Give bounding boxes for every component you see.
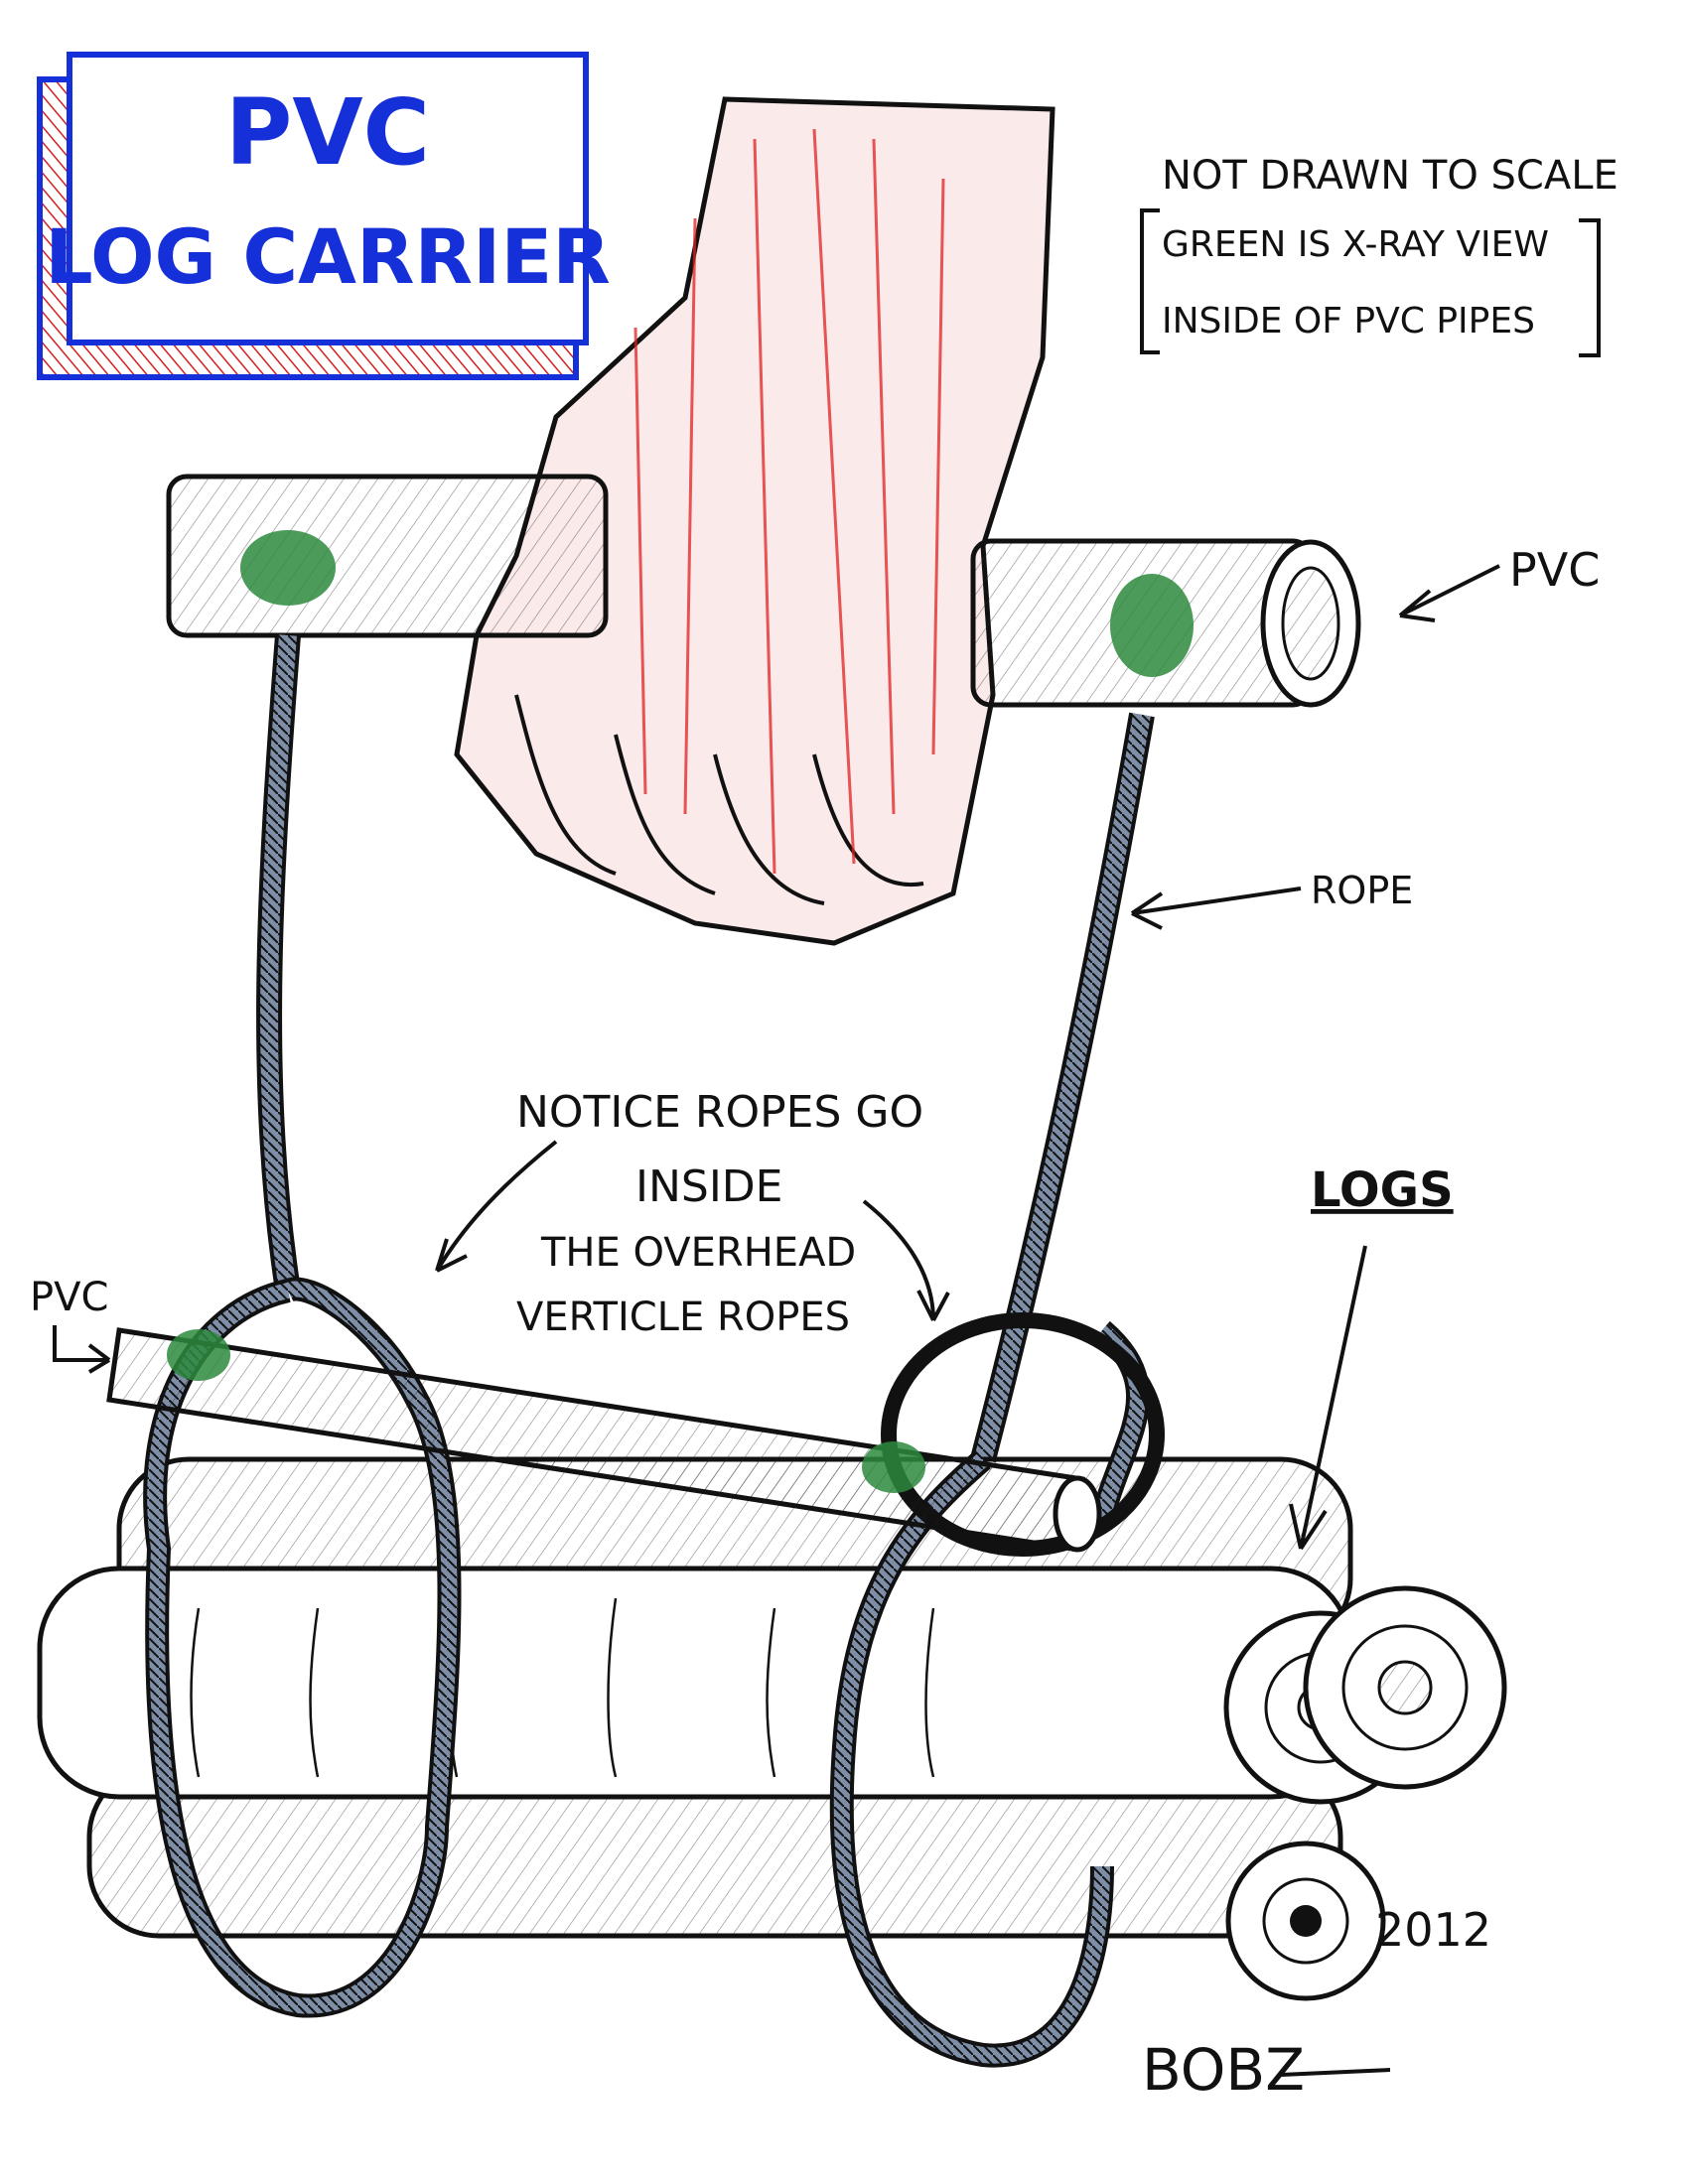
title-line2: LOG CARRIER	[45, 212, 611, 301]
log-bundle	[37, 1456, 1507, 2001]
rope-right	[974, 713, 1151, 1462]
vertical-ropes	[256, 634, 1155, 1463]
notes-block: NOT DRAWN TO SCALE GREEN IS X-RAY VIEW I…	[1140, 153, 1618, 357]
label-pvc-top: PVC	[1509, 543, 1600, 597]
title-box-frame	[67, 52, 589, 345]
xray-knot-top-left	[240, 530, 336, 606]
arrow-pvc-top	[1398, 564, 1500, 622]
arrow-pvc-left	[53, 1325, 111, 1374]
title-line1: PVC	[225, 79, 430, 186]
lower-pvc-end	[1053, 1475, 1102, 1553]
label-rope: ROPE	[1311, 869, 1413, 912]
xray-knot-lower-left	[167, 1329, 230, 1381]
signature-underline	[1280, 2068, 1391, 2077]
label-pvc-left: PVC	[30, 1275, 108, 1320]
top-pvc-handle	[166, 474, 1361, 708]
lower-pvc-spreader	[106, 1327, 1102, 1553]
label-logs: LOGS	[1311, 1162, 1454, 1218]
annotations: PVC ROPE NOTICE ROPES GO INSIDE THE OVER…	[30, 543, 1600, 1551]
pvc-handle-left	[166, 474, 609, 638]
arrow-logs	[1289, 1245, 1367, 1551]
label-notice-line3: THE OVERHEAD	[540, 1230, 856, 1276]
note-inside-pipes: INSIDE OF PVC PIPES	[1162, 301, 1535, 341]
label-notice-line2: INSIDE	[635, 1161, 782, 1212]
xray-knot-top-right	[1110, 574, 1194, 677]
rope-left	[260, 634, 297, 1293]
arrow-notice-right	[862, 1199, 950, 1321]
rope-ring-right	[881, 1312, 1165, 1557]
title-box: PVC LOG CARRIER	[37, 52, 611, 380]
year-label: 2012	[1375, 1903, 1491, 1957]
log-end-bottom-core	[1290, 1905, 1322, 1937]
hand-fingers	[514, 694, 924, 905]
hand-red-shading	[633, 128, 945, 875]
signature: BOBZ	[1142, 2036, 1305, 2104]
note-green-xray: GREEN IS X-RAY VIEW	[1162, 224, 1549, 265]
arrow-notice-left	[435, 1140, 558, 1273]
xray-knot-lower-right	[862, 1441, 925, 1493]
log-front	[37, 1566, 1353, 1800]
note-not-to-scale: NOT DRAWN TO SCALE	[1162, 153, 1618, 199]
pvc-handle-bore	[1281, 566, 1340, 681]
hand-illustration	[454, 96, 1055, 946]
note-bracket-left	[1140, 208, 1160, 354]
label-notice-line1: NOTICE ROPES GO	[516, 1087, 923, 1138]
hand-outline	[454, 96, 1055, 946]
label-notice-line4: VERTICLE ROPES	[516, 1295, 850, 1340]
arrow-rope	[1130, 887, 1302, 930]
note-bracket-right	[1579, 218, 1601, 357]
